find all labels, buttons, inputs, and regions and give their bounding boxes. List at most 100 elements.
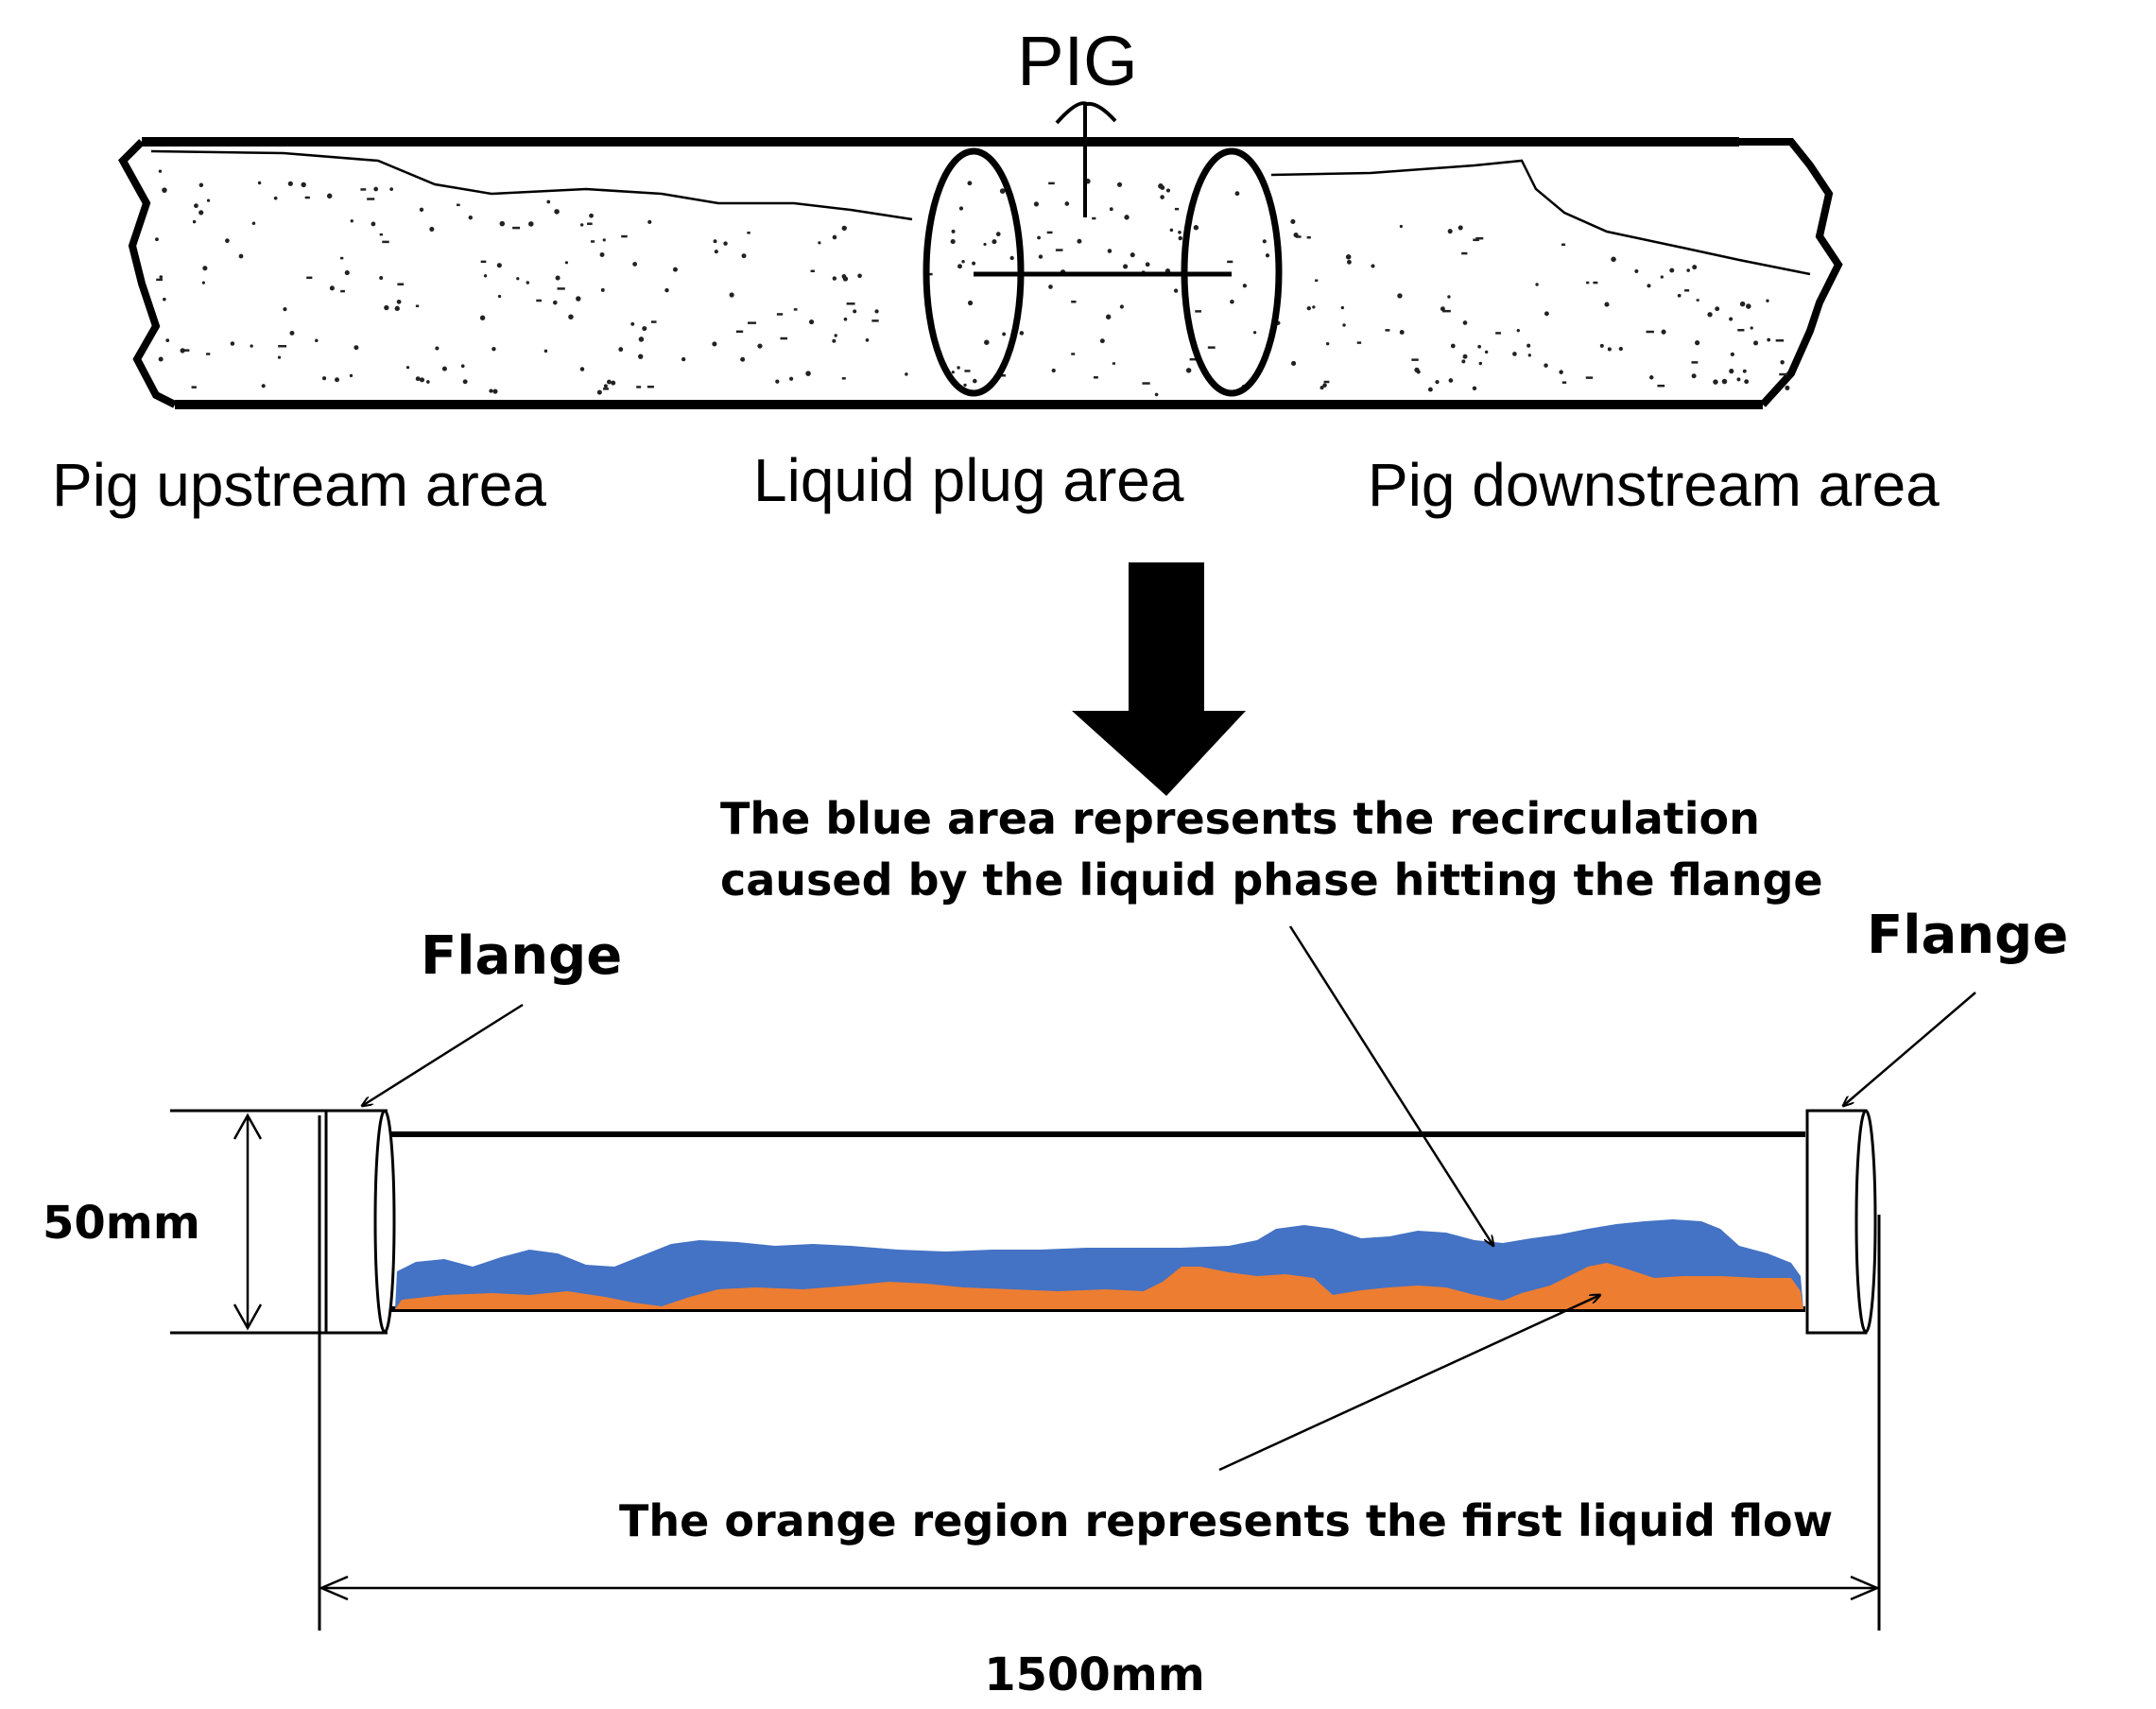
speckle-dot <box>1000 374 1006 377</box>
speckle-dot <box>1158 183 1164 189</box>
speckle-dot <box>159 275 164 279</box>
speckle-dot <box>1559 370 1563 374</box>
speckle-dot <box>162 187 167 193</box>
speckle-dot <box>1746 303 1751 309</box>
speckle-dot <box>1785 385 1790 390</box>
speckle-dot <box>1185 368 1192 373</box>
diameter-label: 50mm <box>43 1197 200 1250</box>
speckle-dot <box>1399 224 1403 229</box>
speckle-dot <box>367 198 375 200</box>
speckle-dot <box>1478 361 1483 366</box>
speckle-dot <box>419 207 424 213</box>
speckle-dot <box>1319 386 1324 390</box>
flange-label-left: Flange <box>421 925 622 987</box>
speckle-dot <box>394 305 400 312</box>
speckle-dot <box>344 270 350 276</box>
speckle-dot <box>1293 232 1299 238</box>
speckle-dot <box>587 222 593 225</box>
speckle-dot <box>339 256 344 260</box>
speckle-dot <box>963 383 967 388</box>
speckle-dot <box>1427 387 1433 392</box>
speckle-dot <box>1046 231 1053 234</box>
speckle-dot <box>1322 383 1327 388</box>
speckle-dot <box>1109 207 1113 212</box>
speckle-dot <box>1411 358 1419 361</box>
speckle-dot <box>747 232 750 234</box>
speckle-dot <box>1227 260 1233 264</box>
speckle-dot <box>1048 181 1055 185</box>
blue-note-line-2: caused by the liquid phase hitting the f… <box>720 854 1823 906</box>
speckle-dot <box>1124 215 1130 220</box>
speckle-dot <box>191 386 197 388</box>
speckle-dot <box>1462 320 1468 325</box>
speckle-dot <box>611 380 616 386</box>
speckle-dot <box>740 356 746 362</box>
speckle-dot <box>957 264 962 269</box>
speckle-dot <box>983 242 987 247</box>
speckle-dot <box>1661 329 1666 335</box>
speckle-dot <box>967 300 974 306</box>
speckle-dot <box>1448 378 1454 383</box>
speckle-dot <box>1527 354 1531 357</box>
speckle-dot <box>841 225 847 232</box>
speckle-dot <box>967 181 973 186</box>
speckle-dot <box>496 263 502 268</box>
speckle-dot <box>714 250 718 254</box>
speckle-dot <box>1173 288 1179 293</box>
speckle-dot <box>468 215 473 220</box>
speckle-dot <box>435 346 440 351</box>
speckle-dot <box>857 273 862 279</box>
speckle-dot <box>373 186 379 192</box>
speckle-dot <box>1116 181 1123 187</box>
speckle-dot <box>805 371 811 376</box>
speckle-dot <box>527 221 534 227</box>
speckle-dot <box>1696 299 1699 302</box>
speckle-dot <box>618 347 624 353</box>
speckle-dot <box>810 269 815 273</box>
speckle-dot <box>156 278 163 282</box>
pig-label: PIG <box>1017 22 1137 100</box>
speckle-dot <box>1051 368 1056 373</box>
speckle-dot <box>741 253 747 259</box>
speckle-dot <box>1561 381 1567 384</box>
upstream-liquid-surface <box>150 149 913 221</box>
speckle-dot <box>489 388 493 393</box>
speckle-dot <box>340 289 345 293</box>
speckle-dot <box>512 226 521 230</box>
speckle-dot <box>664 287 669 293</box>
speckle-dot <box>273 196 278 200</box>
speckle-dot <box>843 317 848 321</box>
speckle-dot <box>1242 284 1248 288</box>
speckle-dot <box>389 187 394 192</box>
speckle-dot <box>1750 326 1753 330</box>
speckle-dot <box>206 353 211 355</box>
speckle-dot <box>1071 353 1076 355</box>
speckle-dot <box>951 229 956 233</box>
speckle-dot <box>874 309 879 314</box>
speckle-dot <box>984 339 990 345</box>
top-pipe-left-break <box>118 139 177 408</box>
speckle-dot <box>1105 314 1112 319</box>
speckle-dot <box>832 338 837 343</box>
speckle-dot <box>1516 328 1520 333</box>
speckle-dot <box>261 384 266 388</box>
speckle-dot <box>927 272 933 276</box>
speckle-dot <box>1315 279 1319 282</box>
speckle-dot <box>287 181 293 186</box>
speckle-dot <box>775 379 780 384</box>
speckle-dot <box>1730 352 1735 356</box>
speckle-dot <box>483 274 488 278</box>
speckle-dot <box>621 234 628 238</box>
speckle-dot <box>713 239 717 244</box>
speckle-dot <box>257 181 262 185</box>
speckle-dot <box>1416 370 1421 374</box>
speckle-dot <box>1473 238 1479 242</box>
speckle-dot <box>1325 341 1330 346</box>
speckle-dot <box>1009 255 1014 261</box>
liquid-speckles <box>155 169 1790 397</box>
speckle-dot <box>158 169 163 173</box>
left-flange-rim <box>373 1109 396 1334</box>
speckle-dot <box>1599 343 1604 348</box>
speckle-dot <box>1265 253 1270 258</box>
speckle-dot <box>526 281 530 285</box>
